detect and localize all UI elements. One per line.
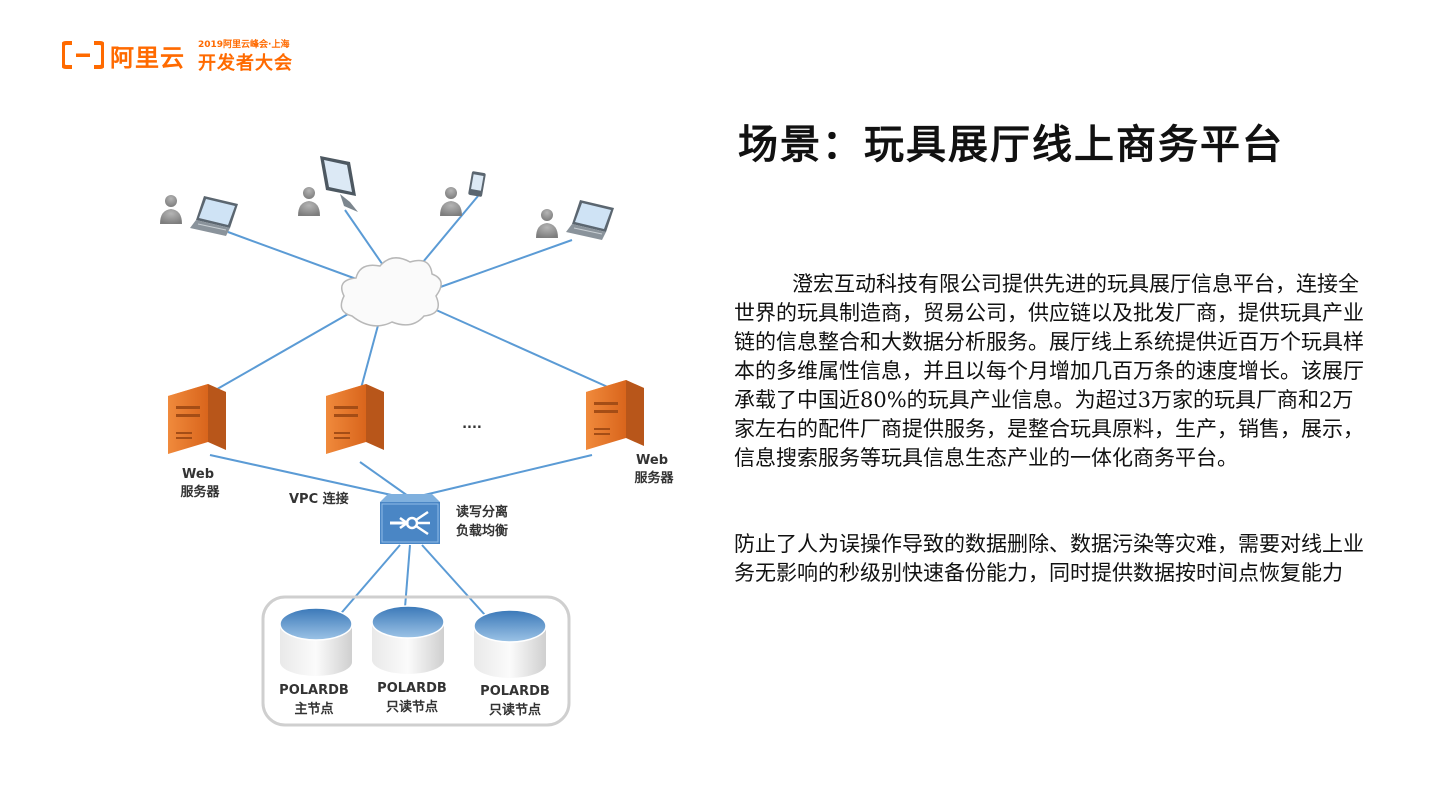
phone-icon	[468, 171, 486, 197]
db-replica1-label-line2: 只读节点	[386, 699, 438, 715]
link-lb-3	[419, 454, 593, 497]
scenario-description: 澄宏互动科技有限公司提供先进的玩具展厅信息平台，连接全世界的玩具制造商，贸易公司…	[734, 272, 1364, 470]
load-balancer-icon	[380, 494, 440, 544]
web-server-right-label-line1: Web	[636, 453, 668, 468]
user-icon	[536, 209, 558, 238]
server-icon	[168, 384, 226, 454]
web-server-1	[168, 384, 226, 454]
db-primary-label-line1: POLARDB	[279, 683, 349, 698]
database-icon	[279, 607, 353, 676]
link-client-1	[227, 231, 371, 285]
laptop-icon	[190, 196, 238, 236]
cloud-icon	[340, 257, 442, 327]
db-node-replica-1	[371, 605, 445, 674]
web-server-left-label-line2: 服务器	[180, 484, 220, 500]
requirement-description: 防止了人为误操作导致的数据删除、数据污染等灾难，需要对线上业务无影响的秒级别快速…	[734, 532, 1364, 585]
db-node-primary	[279, 607, 353, 676]
slide-title: 场景：玩具展厅线上商务平台	[738, 121, 1284, 168]
database-icon	[371, 605, 445, 674]
client-3	[440, 171, 486, 216]
web-server-right-label-line2: 服务器	[634, 470, 674, 486]
client-2	[298, 156, 358, 216]
alibaba-cloud-logo-icon	[62, 41, 104, 69]
db-replica2-label-line1: POLARDB	[480, 684, 550, 699]
lb-label-line1: 读写分离	[456, 504, 508, 520]
db-node-replica-2	[473, 609, 547, 678]
load-balancer	[380, 494, 440, 544]
db-replica2-label-line2: 只读节点	[489, 702, 541, 718]
server-icon	[326, 384, 384, 454]
link-lb-1	[209, 454, 406, 499]
client-1	[160, 195, 238, 236]
ellipsis-label: ....	[462, 417, 482, 432]
link-server-2	[359, 317, 381, 393]
laptop-icon	[566, 200, 614, 240]
monitor-icon	[320, 156, 358, 212]
db-primary-label-line2: 主节点	[294, 701, 333, 717]
user-icon	[298, 187, 320, 216]
server-icon	[586, 380, 644, 450]
link-lb-2	[359, 461, 409, 497]
database-icon	[473, 609, 547, 678]
link-db-3	[421, 544, 495, 626]
event-subtitle: 2019阿里云峰会·上海	[198, 40, 290, 50]
client-4	[536, 200, 614, 240]
vpc-label: VPC 连接	[289, 491, 349, 507]
web-server-3	[586, 380, 644, 450]
link-client-2	[344, 209, 386, 269]
brand-name: 阿里云	[110, 44, 185, 72]
web-server-left-label-line1: Web	[182, 467, 214, 482]
event-title: 开发者大会	[198, 53, 293, 74]
link-server-3	[424, 304, 611, 389]
lb-label-line2: 负载均衡	[456, 523, 508, 539]
link-client-4	[431, 239, 573, 291]
db-replica1-label-line1: POLARDB	[377, 681, 447, 696]
user-icon	[160, 195, 182, 224]
link-server-1	[211, 309, 356, 393]
link-client-3	[417, 195, 479, 269]
web-server-2	[326, 384, 384, 454]
architecture-diagram: .... Web 服务器 Web 服务器 VPC 连接 读写分离 负载均衡	[160, 156, 674, 727]
user-icon	[440, 187, 462, 216]
db-group-frame	[261, 595, 571, 727]
